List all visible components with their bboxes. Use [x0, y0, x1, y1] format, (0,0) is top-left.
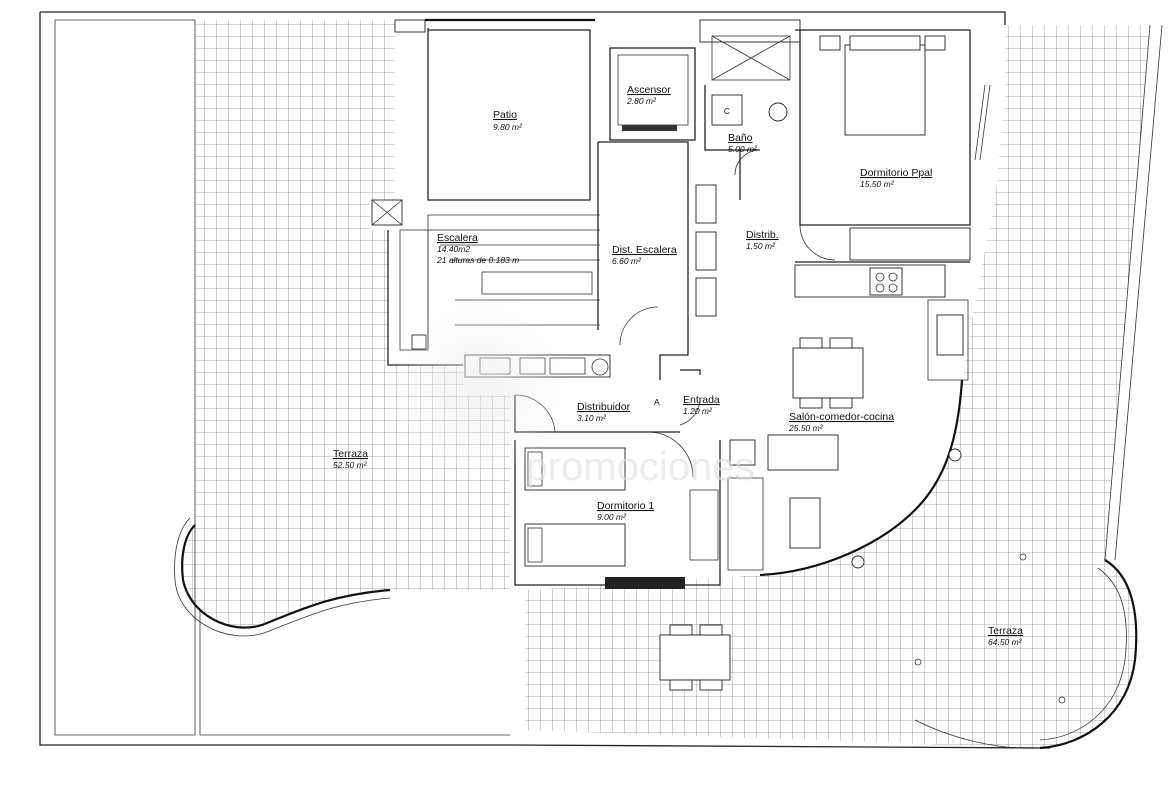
ascensor-name: Ascensor [627, 84, 671, 96]
entrada-name: Entrada [683, 394, 720, 406]
watermark-text: promociones [525, 445, 754, 489]
distribuidor-area: 3.10 m² [577, 413, 607, 423]
bano-area: 5.00 m² [728, 144, 758, 154]
terraza-este-furniture [659, 553, 1066, 704]
bano-room: C [699, 19, 801, 176]
terraza-oeste-name: Terraza [333, 448, 368, 460]
dormitorio-ppal-area: 15.50 m² [860, 179, 895, 189]
terraza-este-name: Terraza [988, 625, 1023, 637]
entrada-marker: A [654, 397, 660, 407]
dormitorio-1-area: 9.00 m² [597, 512, 627, 522]
distribuidor-name: Distribuidor [577, 401, 631, 413]
patio-area: 9.80 m² [493, 122, 523, 132]
room-labels: Patio 9.80 m² Ascensor 2.80 m² Baño 5.00… [333, 84, 1023, 647]
salon-name: Salón-comedor-cocina [789, 411, 894, 423]
terraza-oeste-area: 52.50 m² [333, 460, 368, 470]
dormitorio-ppal-room [795, 29, 991, 261]
entrada-room [679, 369, 701, 426]
dormitorio-ppal-name: Dormitorio Ppal [860, 167, 932, 179]
bano-name: Baño [728, 132, 753, 144]
dormitorio-1-name: Dormitorio 1 [597, 500, 654, 512]
terraza-este-area: 64.50 m² [988, 637, 1023, 647]
distrib-area: 1.50 m² [746, 241, 776, 251]
entrada-area: 1.20 m² [683, 406, 713, 416]
patio-room [394, 18, 595, 201]
escalera-note: 21 alturas de 0.183 m [436, 255, 519, 265]
escalera-area: 14.40m2 [437, 244, 470, 254]
dist-escalera-name: Dist. Escalera [612, 244, 677, 256]
ascensor-area: 2.80 m² [626, 96, 657, 106]
outer-boundary [39, 11, 1163, 750]
dist-escalera-room [597, 141, 717, 380]
dormitorio-1-room [514, 431, 764, 589]
salon-area: 25.50 m² [788, 423, 824, 433]
distrib-name: Distrib. [746, 229, 779, 241]
escalera-name: Escalera [437, 232, 478, 244]
patio-name: Patio [493, 109, 517, 121]
distrib-room [739, 150, 836, 261]
dist-escalera-area: 6.60 m² [612, 256, 642, 266]
salon-room [729, 261, 970, 577]
ascensor-room [609, 47, 696, 141]
watermark: promociones [385, 290, 755, 489]
svg-text:C: C [724, 106, 730, 116]
